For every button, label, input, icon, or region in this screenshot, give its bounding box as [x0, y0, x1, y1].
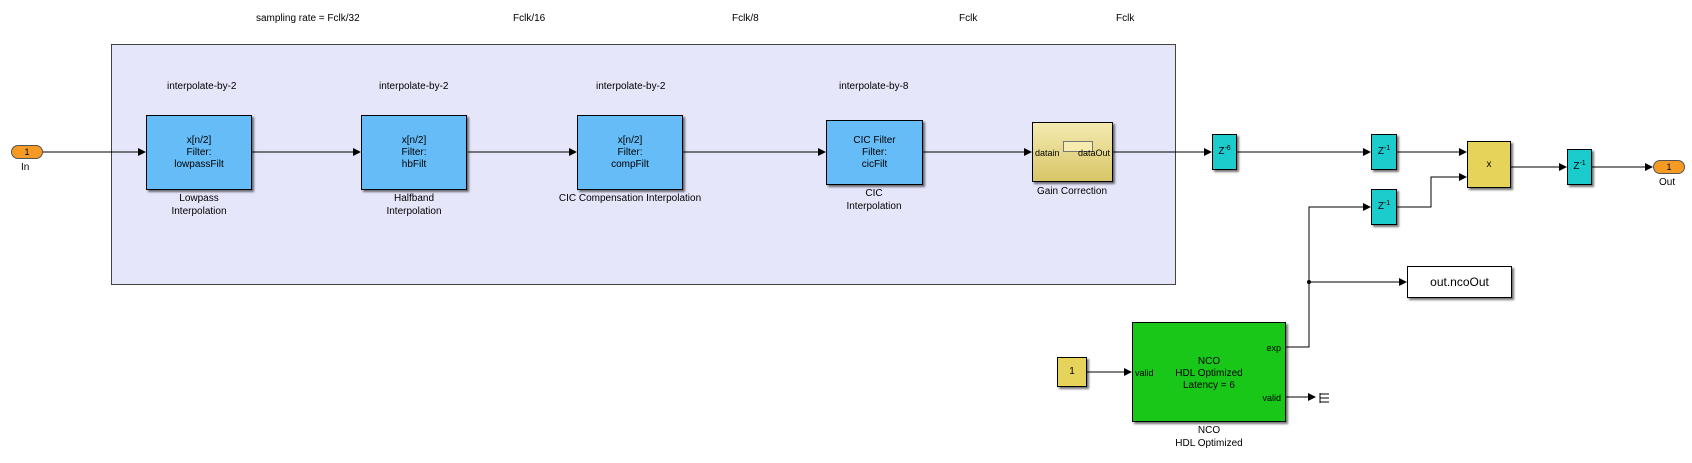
caption-line: CIC: [865, 188, 883, 199]
delay-exponent: -1: [1579, 160, 1586, 167]
delay-label: Z-6: [1218, 145, 1231, 158]
stage-title-comp: interpolate-by-2: [596, 81, 666, 92]
constant-block[interactable]: 1: [1057, 357, 1087, 387]
rate-label-fclk8: Fclk/8: [732, 13, 759, 24]
caption-line: NCO: [1197, 425, 1221, 436]
delay-label: Z-1: [1377, 145, 1391, 158]
lowpass-interpolation-block[interactable]: x[n/2] Filter: lowpassFilt: [146, 115, 252, 190]
block-text-line: hbFilt: [401, 158, 427, 170]
gain-correction-caption: Gain Correction: [1036, 186, 1108, 197]
to-workspace-block[interactable]: out.ncoOut: [1407, 266, 1512, 298]
delay-exponent: -1: [1383, 145, 1391, 152]
caption-line: HDL Optimized: [1175, 438, 1243, 449]
block-text-line: Latency = 6: [1183, 380, 1235, 391]
outport-1[interactable]: 1: [1653, 160, 1685, 174]
rate-label-fclk-b: Fclk: [1116, 13, 1135, 24]
nco-valid-in-port-label: valid: [1135, 368, 1154, 378]
stage-title-cic: interpolate-by-8: [839, 81, 909, 92]
stage-title-halfband: interpolate-by-2: [379, 81, 449, 92]
delay-exponent: -1: [1383, 200, 1391, 207]
block-text-line: x[n/2]: [186, 134, 212, 146]
block-text-line: CIC Filter: [853, 134, 896, 146]
delay-label: Z-1: [1573, 160, 1586, 173]
halfband-caption: Halfband Interpolation: [364, 192, 464, 218]
block-text-line: Filter:: [617, 146, 643, 158]
block-text-line: HDL Optimized: [1175, 368, 1243, 379]
nco-valid-out-port-label: valid: [1262, 393, 1281, 403]
delay-exponent: -6: [1224, 145, 1231, 152]
block-text-line: lowpassFilt: [174, 158, 224, 170]
block-text-line: Filter:: [401, 146, 427, 158]
halfband-interpolation-block[interactable]: x[n/2] Filter: hbFilt: [361, 115, 467, 190]
stage-title-lowpass: interpolate-by-2: [167, 81, 237, 92]
nco-caption: NCO HDL Optimized: [1159, 424, 1259, 450]
delay-z1-top-block[interactable]: Z-1: [1371, 134, 1397, 170]
cic-caption: CIC Interpolation: [824, 187, 924, 213]
caption-line: Halfband: [393, 193, 435, 204]
delay-base: Z: [1573, 161, 1580, 172]
block-text-line: cicFilt: [861, 158, 888, 170]
block-text-line: x[n/2]: [401, 134, 427, 146]
delay-z1-nco-block[interactable]: Z-1: [1371, 189, 1397, 225]
caption-line: Interpolation: [171, 206, 227, 217]
gain-correction-block[interactable]: datain dataOut: [1032, 122, 1113, 182]
gain-in-port-label: datain: [1035, 148, 1060, 158]
delay-base: Z: [1377, 146, 1384, 157]
product-block[interactable]: x: [1467, 141, 1511, 188]
cic-compensation-block[interactable]: x[n/2] Filter: compFilt: [577, 115, 683, 190]
inport-1[interactable]: 1: [11, 145, 43, 159]
terminator[interactable]: [1318, 391, 1330, 403]
lowpass-caption: Lowpass Interpolation: [149, 192, 249, 218]
rate-label-fclk16: Fclk/16: [513, 13, 546, 24]
delay-label: Z-1: [1377, 200, 1391, 213]
inport-name: In: [21, 162, 30, 173]
cic-interpolation-block[interactable]: CIC Filter Filter: cicFilt: [826, 120, 923, 185]
nco-exp-port-label: exp: [1266, 343, 1281, 353]
rate-label-fclk-a: Fclk: [959, 13, 978, 24]
block-text-line: NCO: [1197, 356, 1221, 367]
rate-label-fclk32: sampling rate = Fclk/32: [256, 13, 360, 24]
block-text-line: Filter:: [186, 146, 212, 158]
outport-name: Out: [1659, 177, 1676, 188]
delay-z1-output-block[interactable]: Z-1: [1567, 149, 1592, 185]
delay-base: Z: [1218, 146, 1225, 157]
block-text-line: x[n/2]: [617, 134, 643, 146]
caption-line: Lowpass: [179, 193, 219, 204]
nco-hdl-optimized-block[interactable]: NCO HDL Optimized Latency = 6 valid exp …: [1132, 322, 1286, 422]
block-text-line: compFilt: [611, 158, 649, 170]
caption-line: Interpolation: [386, 206, 442, 217]
gain-subsystem-icon: [1063, 141, 1093, 152]
gain-out-port-label: dataOut: [1077, 148, 1110, 158]
terminator-icon: [1319, 393, 1329, 403]
block-text-line: Filter:: [862, 146, 887, 158]
cic-compensation-caption: CIC Compensation Interpolation: [558, 193, 702, 204]
delay-base: Z: [1377, 201, 1384, 212]
nco-block-text: NCO HDL Optimized Latency = 6: [1133, 356, 1285, 392]
delay-z6-block[interactable]: Z-6: [1212, 134, 1237, 170]
caption-line: Interpolation: [846, 201, 902, 212]
